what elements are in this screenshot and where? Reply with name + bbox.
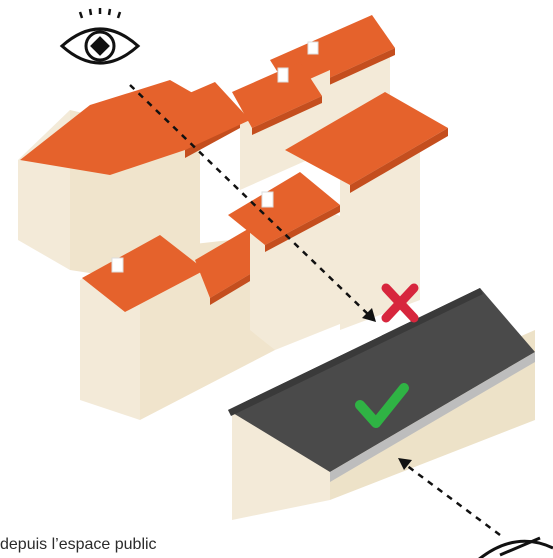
eye-icon [59, 8, 141, 65]
check-icon [355, 383, 409, 428]
caption-text: depuis l’espace public [0, 532, 240, 558]
cross-icon [381, 283, 419, 323]
sight-line-top [129, 84, 376, 322]
isolated-house [228, 288, 535, 520]
eye-icon-bottom [478, 536, 553, 558]
front-row-houses [80, 172, 350, 420]
sight-line-bottom [398, 458, 501, 537]
